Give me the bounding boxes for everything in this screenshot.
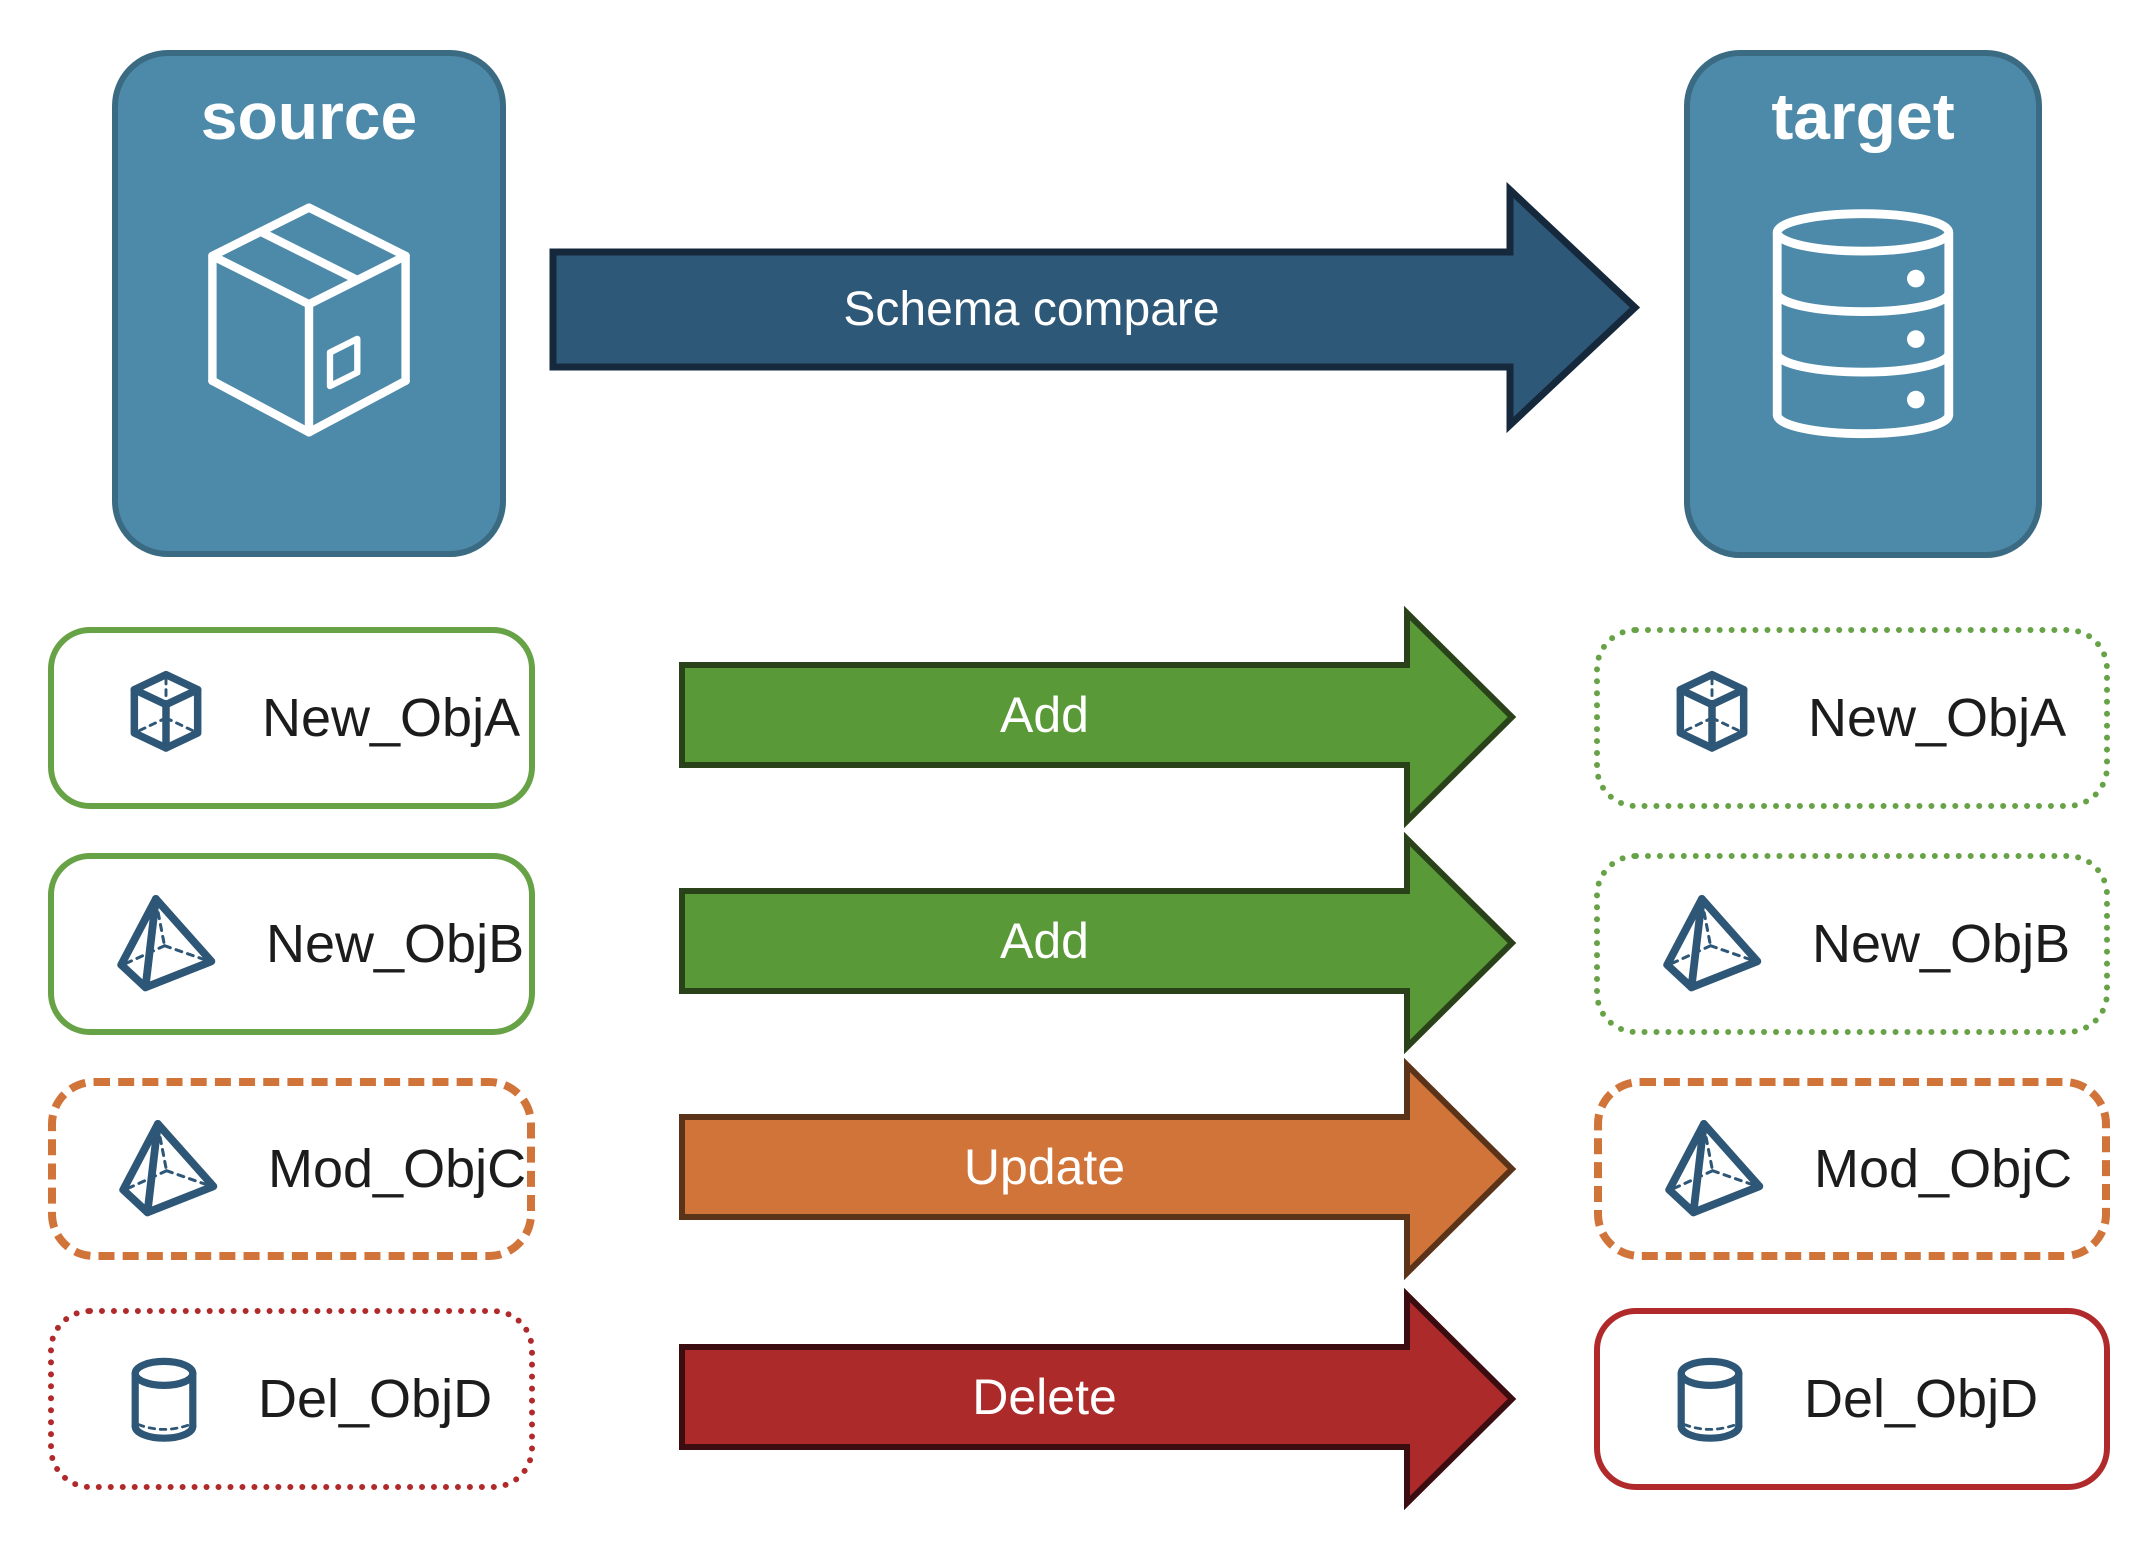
source-object-del-objd: Del_ObjD xyxy=(48,1308,535,1490)
object-label: Mod_ObjC xyxy=(268,1139,527,1199)
pyramid-icon xyxy=(118,1117,222,1221)
object-label: New_ObjA xyxy=(262,688,521,748)
cube-icon xyxy=(116,668,216,768)
source-object-new-obja: New_ObjA xyxy=(48,627,535,809)
object-label: Del_ObjD xyxy=(258,1369,493,1429)
update-arrow-row3: Update xyxy=(679,1057,1517,1281)
add-arrow-row1: Add xyxy=(679,605,1517,829)
object-label: New_ObjA xyxy=(1808,688,2067,748)
cylinder-icon xyxy=(116,1347,212,1451)
object-label: Del_ObjD xyxy=(1804,1369,2039,1429)
object-label: New_ObjB xyxy=(266,914,525,974)
pyramid-icon xyxy=(1664,1117,1768,1221)
delete-arrow-label: Delete xyxy=(972,1369,1117,1425)
add-arrow-label: Add xyxy=(1000,913,1089,969)
pyramid-icon xyxy=(1662,892,1766,996)
object-label: New_ObjB xyxy=(1812,914,2071,974)
source-title: source xyxy=(200,79,418,153)
target-object-new-objb: New_ObjB xyxy=(1594,853,2110,1035)
source-object-new-objb: New_ObjB xyxy=(48,853,535,1035)
cylinder-icon xyxy=(1662,1347,1758,1451)
update-arrow-label: Update xyxy=(963,1139,1126,1195)
target-node: target xyxy=(1684,50,2042,558)
delete-arrow-row4: Delete xyxy=(679,1287,1517,1511)
target-object-mod-objc: Mod_ObjC xyxy=(1594,1078,2110,1260)
target-object-del-objd: Del_ObjD xyxy=(1594,1308,2110,1490)
target-object-new-obja: New_ObjA xyxy=(1594,627,2110,809)
source-object-mod-objc: Mod_ObjC xyxy=(48,1078,535,1260)
database-icon xyxy=(1753,195,1973,475)
add-arrow-row2: Add xyxy=(679,831,1517,1055)
add-arrow-label: Add xyxy=(1000,687,1089,743)
schema-compare-arrow: Schema compare xyxy=(549,181,1641,434)
source-node: source xyxy=(112,50,506,557)
target-title: target xyxy=(1771,79,1955,153)
package-box-icon xyxy=(176,195,442,452)
cube-icon xyxy=(1662,668,1762,768)
object-label: Mod_ObjC xyxy=(1814,1139,2073,1199)
schema-compare-arrow-label: Schema compare xyxy=(843,283,1220,336)
pyramid-icon xyxy=(116,892,220,996)
